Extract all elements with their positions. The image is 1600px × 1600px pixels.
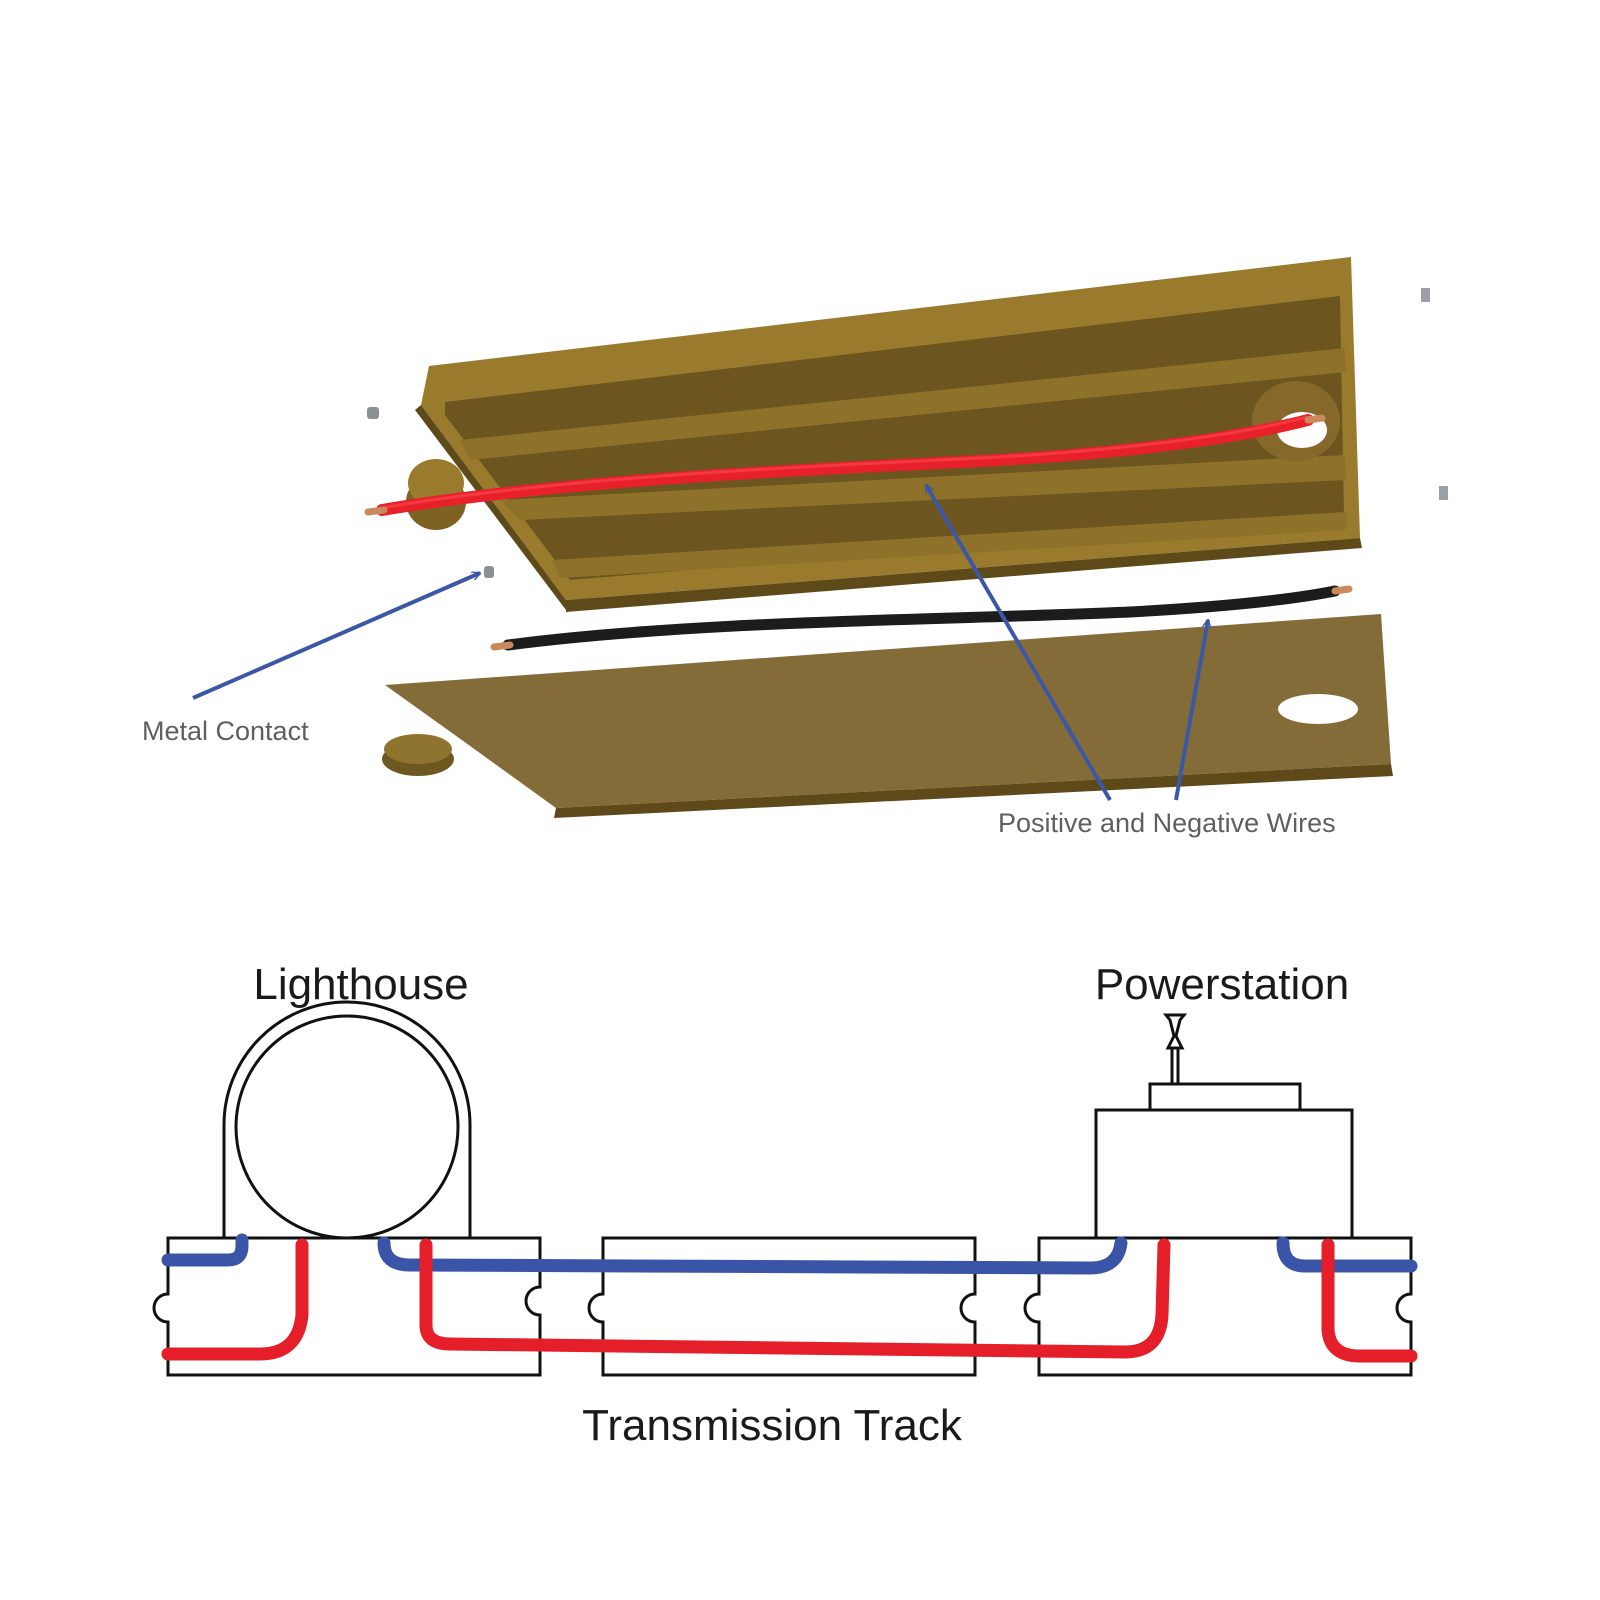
powerstation-antenna-tip — [1162, 1013, 1188, 1050]
metal-contact-pin — [367, 407, 379, 419]
powerstation-label: Powerstation — [1095, 960, 1349, 1009]
red-wire-segment — [161, 1238, 309, 1361]
track-base-plate — [382, 614, 1393, 818]
metal-contact-arrow — [192, 571, 480, 700]
wire-copper-end — [364, 506, 388, 516]
red-wire-segment — [1321, 1238, 1418, 1363]
powerstation-body — [1094, 1108, 1354, 1240]
negative-wire — [490, 585, 1353, 651]
blue-wire-segment — [1276, 1236, 1418, 1273]
schematic-blue-wires — [161, 1233, 1418, 1275]
channel-rail — [460, 348, 1346, 460]
positive-wire — [364, 414, 1326, 516]
channel-side-face — [415, 405, 566, 610]
powerstation-building — [1094, 1013, 1354, 1240]
transmission-track-label: Transmission Track — [582, 1401, 963, 1450]
metal-contact-label: Metal Contact — [142, 716, 309, 746]
positive-wire-arrow — [924, 485, 1112, 802]
channel-rail — [552, 512, 1346, 578]
wire-copper-end — [490, 641, 514, 651]
callout-arrows — [192, 485, 1208, 802]
schematic-red-wires — [161, 1238, 1418, 1363]
plate-top-face — [385, 614, 1391, 808]
track-channel-piece — [406, 257, 1362, 612]
blue-wire-segment — [377, 1236, 1128, 1275]
lighthouse-label: Lighthouse — [253, 960, 468, 1009]
metal-contact-pin — [1421, 288, 1430, 302]
wire-copper-end — [1331, 585, 1353, 595]
track-peg-top — [384, 734, 452, 764]
blue-wire-segment — [161, 1233, 249, 1267]
wire-copper-end — [1304, 414, 1326, 424]
lighthouse-building — [222, 1000, 472, 1240]
metal-contact-pin — [1439, 486, 1448, 500]
red-wire-segment — [419, 1238, 1171, 1359]
lighthouse-lamp — [234, 1014, 460, 1240]
metal-contact-pin — [484, 566, 494, 578]
powerstation-roof — [1148, 1082, 1302, 1112]
channel-front-face — [566, 538, 1362, 612]
schematic: Lighthouse Powerstation Transmission Tra… — [152, 960, 1418, 1450]
exploded-view: Metal Contact Positive and Negative Wire… — [142, 257, 1448, 838]
negative-wire-arrow — [1174, 620, 1208, 801]
plate-edge — [554, 764, 1393, 818]
wires-label: Positive and Negative Wires — [998, 808, 1336, 838]
plate-socket-hole — [1278, 694, 1358, 724]
metal-contact-pins — [367, 288, 1448, 578]
channel-rail — [500, 455, 1346, 520]
